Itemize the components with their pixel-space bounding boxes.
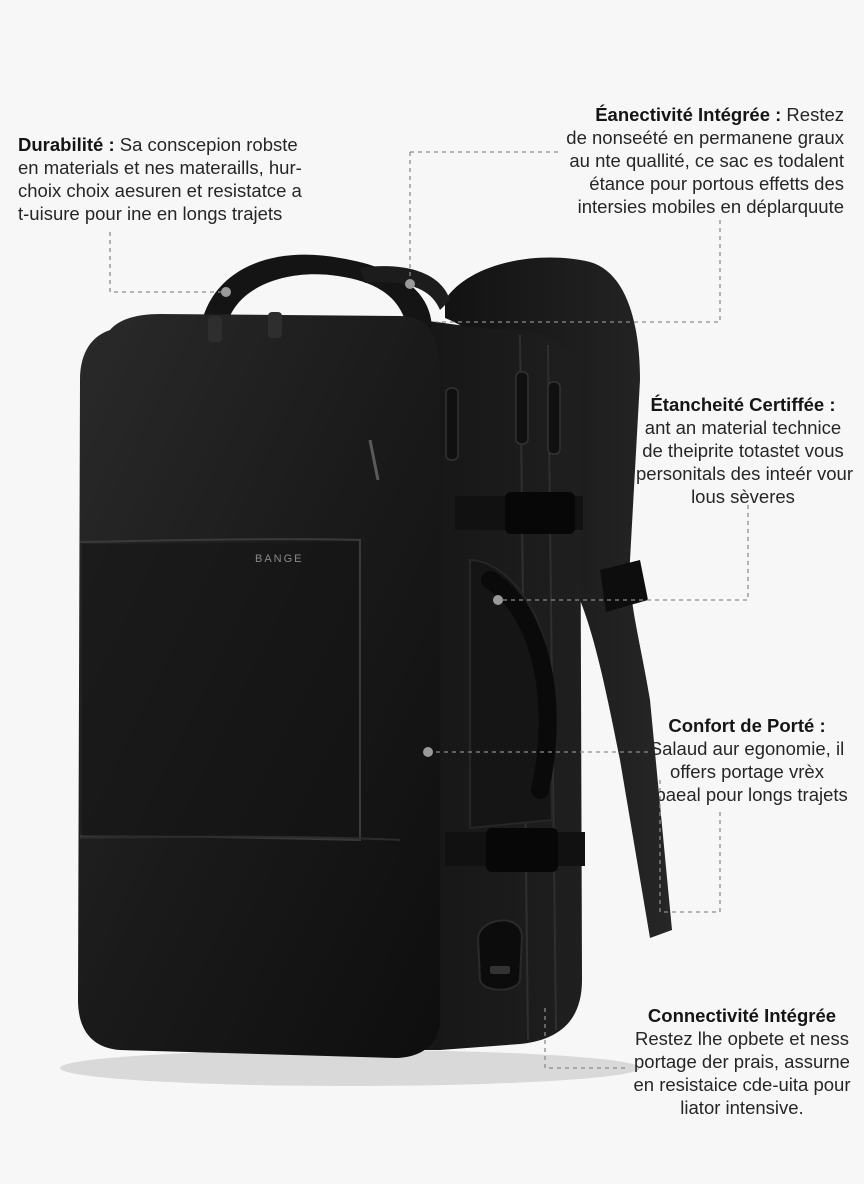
brand-logo: BANGE (255, 553, 304, 565)
callout-text: spaeal pour longs trajets (646, 784, 848, 805)
callout-title: Étancheité Certiffée : (650, 394, 836, 415)
callout-text: offers portage vrèx (670, 761, 824, 782)
buckle-bottom (486, 828, 558, 872)
callout-text: étance pour portous effetts des (589, 173, 844, 194)
callout-text: liator intensive. (680, 1097, 804, 1118)
callout-text: t-uisure pour ine en longs trajets (18, 203, 283, 224)
zipper-pull-right (268, 312, 282, 338)
callout-etancheite: Étancheité Certiffée : ant an material t… (636, 393, 853, 508)
callout-text: portage der prais, assurne (634, 1051, 850, 1072)
buckle-top (505, 492, 575, 534)
callout-text: ant an material technice (644, 417, 842, 438)
side-zipper-pull-1 (445, 387, 459, 461)
shoulder-strap (445, 257, 672, 938)
callout-text: au nte quallité, ce sac es todalent (569, 150, 844, 171)
bottom-seam (79, 835, 401, 841)
callout-text: Salaud aur egonomie, il (649, 738, 845, 759)
callout-title: Éanectivité Intégrée : (595, 104, 782, 125)
zipper-pull-left (208, 316, 222, 342)
usb-port (476, 919, 524, 991)
callout-connectivite-haut: Éanectivité Intégrée : Restez de nonseét… (566, 103, 844, 218)
callout-text: lous sèveres (691, 486, 795, 507)
callout-text: choix choix aesuren et resistatce a (18, 180, 302, 201)
side-zipper-pull-3 (547, 381, 561, 455)
callout-title: Durabilité : (18, 134, 115, 155)
usb-socket (490, 966, 510, 974)
callout-text: Restez lhe opbete et ness (635, 1028, 849, 1049)
ground-shadow (60, 1050, 640, 1086)
callout-text: Restez (786, 104, 844, 125)
callout-title: Confort de Porté : (668, 715, 826, 736)
callout-text: Sa conscepion robste (119, 134, 298, 155)
edge-highlight (368, 439, 380, 481)
callout-text: de nonseété en permanene graux (566, 127, 844, 148)
callout-text: en resistaice cde-uita pour (633, 1074, 851, 1095)
callout-connectivite-bas: Connectivité Intégrée Restez lhe opbete … (624, 1004, 860, 1119)
side-zipper-pull-2 (515, 371, 529, 445)
callout-text: intersies mobiles en déplarquute (577, 196, 844, 217)
callout-text: de theiprite totastet vous (642, 440, 844, 461)
callout-text: personitals des inteér vour (636, 463, 853, 484)
callout-title: Connectivité Intégrée (647, 1005, 837, 1026)
callout-confort: Confort de Porté : Salaud aur egonomie, … (640, 714, 854, 806)
callout-durabilite: Durabilité : Sa conscepion robste en mat… (18, 133, 302, 225)
front-pocket (82, 542, 358, 838)
callout-text: en materials et nes materaills, hur- (18, 157, 302, 178)
